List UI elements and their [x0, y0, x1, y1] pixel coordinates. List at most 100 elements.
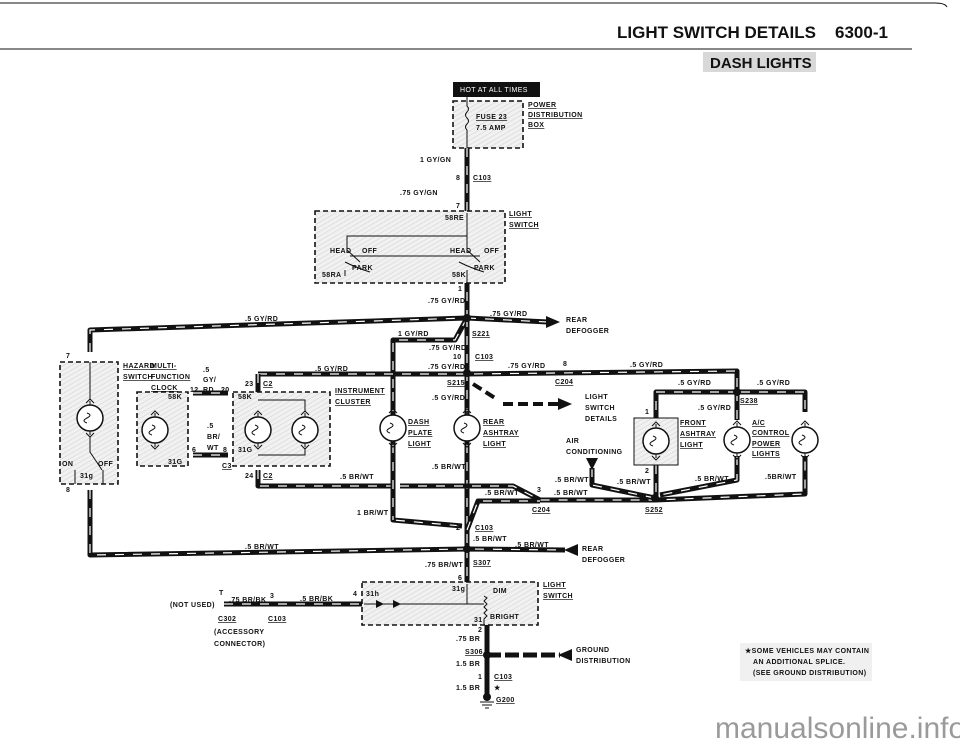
watermark: manualsonline.info: [715, 712, 960, 745]
bright-label: BRIGHT: [490, 614, 520, 621]
wire-stripe: [591, 468, 656, 499]
hazard-off: OFF: [98, 461, 114, 468]
hazard-switch-internal: [74, 362, 104, 484]
pin-label: 7: [456, 203, 460, 210]
wire-label: .75 BR: [456, 636, 480, 643]
front-ashtray-pin-1: 1: [645, 409, 649, 416]
wire-label: .5: [207, 423, 214, 430]
wire-label: .5 BR/WT: [432, 464, 466, 471]
wire-stripe: [400, 456, 806, 501]
pos-head: HEAD: [450, 248, 471, 255]
connector-c3: C3: [222, 463, 232, 470]
splice-s221: S221: [472, 331, 490, 338]
light-switch-details-ref: SWITCH: [585, 405, 615, 412]
hot-label: HOT AT ALL TIMES: [460, 87, 528, 94]
splice-s307: S307: [473, 560, 491, 567]
wire-label: .5 GY/RD: [757, 380, 790, 387]
ground-symbol-icon: [480, 701, 494, 709]
splice-s306: S306: [465, 649, 483, 656]
clock-pin-12: 12: [190, 387, 199, 394]
pin-label: 10: [453, 354, 462, 361]
hazard-pin-7: 7: [66, 353, 70, 360]
wire-label: .5 GY/RD: [678, 380, 711, 387]
accessory-connector-label: CONNECTOR): [214, 641, 265, 648]
wire-label: 1.5 BR: [456, 661, 480, 668]
clock-31g: 31G: [168, 459, 183, 466]
wire-label: .5 GY/RD: [245, 316, 278, 323]
dash-plate-name: DASH: [408, 419, 429, 426]
wire-label: .5 GY/RD: [698, 405, 731, 412]
page-number: 6300-1: [835, 23, 888, 42]
wire-label: .5: [203, 367, 210, 374]
clock-pin-6: 6: [192, 447, 196, 454]
connector-c103: C103: [268, 616, 286, 623]
wire-label: GY/: [203, 377, 216, 384]
pin-label: 2: [456, 525, 460, 532]
wire-label: .75 GY/GN: [400, 190, 438, 197]
wire-label: .5 BR/WT: [617, 479, 651, 486]
page-title: LIGHT SWITCH DETAILS: [617, 23, 816, 42]
wire-label: 1 GY/GN: [420, 157, 451, 164]
power-box-name: DISTRIBUTION: [528, 112, 583, 119]
pos-off: OFF: [362, 248, 378, 255]
wire-label: .5 BR/WT: [555, 477, 589, 484]
term-58re: 58RE: [445, 215, 464, 222]
connector-c103: C103: [475, 354, 493, 361]
term-31g: 31g: [452, 586, 465, 593]
front-ashtray-name: LIGHT: [680, 442, 703, 449]
ac-control-name: A/C: [752, 420, 765, 427]
splice-s238: S238: [740, 398, 758, 405]
connector-c103: C103: [473, 175, 491, 182]
term-31h: 31h: [366, 591, 379, 598]
dash-plate-lamp-icon: [379, 408, 407, 448]
star-marker: ★: [494, 684, 501, 692]
front-ashtray-name: ASHTRAY: [680, 431, 716, 438]
wire-label: .75 BR/WT: [425, 562, 464, 569]
pin-label: 8: [563, 361, 567, 368]
hazard-switch-name: SWITCH: [123, 374, 153, 381]
light-switch-name: SWITCH: [509, 222, 539, 229]
light-switch-name: SWITCH: [543, 593, 573, 600]
clock-name: MULTI-: [151, 363, 177, 370]
wire-label: .5 BR/WT: [485, 490, 519, 497]
accessory-connector-label: (ACCESSORY: [214, 629, 264, 636]
rear-defogger-ref: DEFOGGER: [566, 328, 609, 335]
cluster-name: INSTRUMENT: [335, 388, 385, 395]
wire-label: .5 BR/WT: [515, 542, 549, 549]
splice-s215: S215: [447, 380, 465, 387]
air-conditioning-ref: AIR: [566, 438, 579, 445]
pin-label: T: [219, 590, 224, 597]
splice-s252: S252: [645, 507, 663, 514]
hazard-pin-8: 8: [66, 487, 70, 494]
cluster-name: CLUSTER: [335, 399, 371, 406]
hazard-switch-box: [59, 361, 119, 485]
top-rule: [0, 2, 948, 8]
wire-label: .75 BR/BK: [229, 597, 266, 604]
clock-name: CLOCK: [151, 385, 178, 392]
arrow-air-conditioning: [586, 458, 598, 470]
pin-label: 3: [537, 487, 541, 494]
wire-label: .5 BR/WT: [340, 474, 374, 481]
pin-label: 1: [458, 286, 462, 293]
wire-label: .75 GY/RD: [508, 363, 545, 370]
arrow-light-switch-details: [558, 398, 572, 410]
diode-icon: [376, 600, 401, 608]
cluster-internal: [258, 399, 306, 456]
arrow-rear-defogger-2: [564, 544, 578, 556]
arrow-rear-defogger: [546, 316, 560, 328]
connector-c204: C204: [532, 507, 550, 514]
wire-label: 1 GY/RD: [398, 331, 429, 338]
wire-stripe: [89, 490, 566, 556]
connector-c2: C2: [263, 473, 273, 480]
pin-label: 2: [478, 627, 482, 634]
wire-label: .75 GY/RD: [428, 364, 465, 371]
footnote: AN ADDITIONAL SPLICE.: [753, 659, 845, 666]
wire-label: .5 BR/WT: [695, 476, 729, 483]
arrow-ground-distribution: [558, 649, 572, 661]
pin-label: 1: [478, 674, 482, 681]
note-bg: [740, 643, 872, 681]
term-58k: 58K: [452, 272, 466, 279]
not-used-label: (NOT USED): [170, 602, 215, 609]
light-switch-details-ref: DETAILS: [585, 416, 617, 423]
